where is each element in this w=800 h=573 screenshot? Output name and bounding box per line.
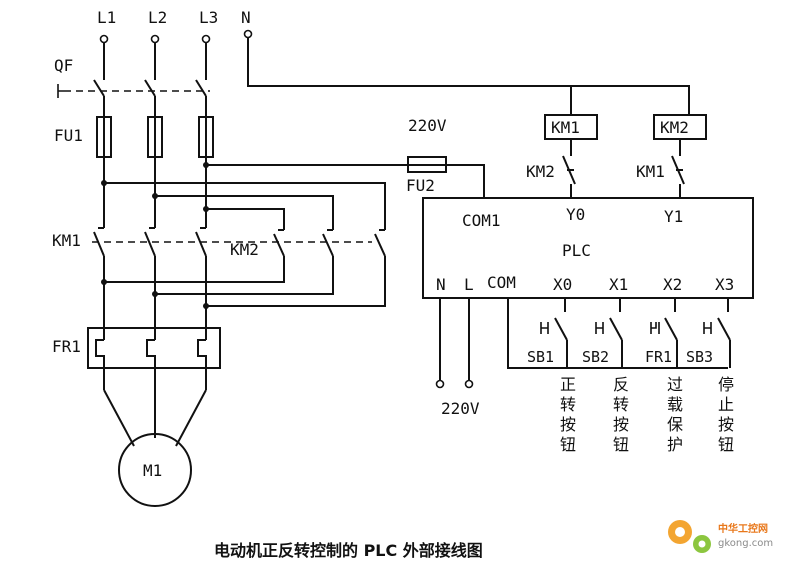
fn-reverse-4: 钮 bbox=[613, 435, 629, 454]
label-km1-interlock: KM1 bbox=[636, 162, 665, 181]
plc-x3: X3 bbox=[715, 275, 734, 294]
fn-stop-1: 停 bbox=[718, 375, 734, 394]
qf-contacts-icon bbox=[93, 79, 207, 97]
sb2-button-icon bbox=[595, 322, 604, 334]
label-motor: M1 bbox=[143, 461, 162, 480]
label-sb2: SB2 bbox=[582, 348, 609, 366]
plc-x2: X2 bbox=[663, 275, 682, 294]
label-km2-main: KM2 bbox=[230, 240, 259, 259]
wires-below-fr1 bbox=[103, 368, 207, 390]
fu1-fuse-lines bbox=[103, 117, 207, 157]
label-sb3: SB3 bbox=[686, 348, 713, 366]
wires-below-km1 bbox=[103, 256, 207, 340]
label-l2: L2 bbox=[148, 8, 167, 27]
sb3-contact-icon bbox=[717, 298, 731, 368]
diagram-caption: 电动机正反转控制的 PLC 外部接线图 bbox=[214, 541, 483, 560]
fr1-heater-icon bbox=[95, 339, 207, 368]
qf-to-fu1 bbox=[103, 96, 207, 117]
plc-x0: X0 bbox=[553, 275, 572, 294]
plc-y1: Y1 bbox=[664, 207, 683, 226]
wires-below-fu1 bbox=[103, 157, 207, 228]
label-km2-interlock: KM2 bbox=[526, 162, 555, 181]
plc-l: L bbox=[464, 275, 474, 294]
km1-main-contacts-icon bbox=[93, 231, 207, 257]
fn-overload-3: 保 bbox=[667, 415, 683, 434]
fn-stop-4: 钮 bbox=[718, 435, 734, 454]
label-220v-top: 220V bbox=[408, 116, 447, 135]
terminal-n bbox=[243, 29, 253, 39]
terminal-l1 bbox=[99, 34, 109, 44]
wire-km2-out-a bbox=[104, 256, 285, 283]
motor-m1 bbox=[118, 433, 192, 507]
sb2-contact-icon bbox=[609, 298, 623, 368]
label-sb1: SB1 bbox=[527, 348, 554, 366]
watermark-cn: 中华工控网 bbox=[718, 522, 768, 535]
km2-interlock-contact-icon bbox=[562, 139, 576, 198]
km1-interlock-contact-icon bbox=[671, 139, 685, 198]
fn-overload-4: 护 bbox=[667, 435, 683, 454]
junction bbox=[152, 291, 158, 297]
sb3-button-icon bbox=[703, 322, 712, 334]
plc-n: N bbox=[436, 275, 446, 294]
fr1-input-contact-icon bbox=[664, 298, 678, 368]
label-n: N bbox=[241, 8, 251, 27]
sb1-contact-icon bbox=[554, 298, 568, 368]
wire-km2-out-c bbox=[206, 256, 386, 307]
plc-x1: X1 bbox=[609, 275, 628, 294]
fn-overload-2: 载 bbox=[667, 395, 683, 414]
wire-fu2-to-com1 bbox=[446, 164, 485, 198]
plc-y0: Y0 bbox=[566, 205, 585, 224]
wire-km2-a bbox=[104, 182, 386, 230]
terminal-plc-n bbox=[435, 379, 445, 389]
watermark-url: gkong.com bbox=[718, 538, 773, 549]
label-km1-coil: KM1 bbox=[551, 118, 580, 137]
fn-stop-3: 按 bbox=[718, 415, 734, 434]
terminal-plc-l bbox=[464, 379, 474, 389]
fr1-thermal-icon bbox=[650, 322, 660, 334]
fn-reverse-2: 转 bbox=[613, 395, 629, 414]
qf-handle-icon bbox=[57, 84, 64, 98]
terminal-l3 bbox=[201, 34, 211, 44]
fn-stop-2: 止 bbox=[718, 395, 734, 414]
wire-km2-out-b bbox=[155, 256, 334, 295]
label-qf: QF bbox=[54, 56, 73, 75]
junction bbox=[203, 303, 209, 309]
label-fu1: FU1 bbox=[54, 126, 83, 145]
label-fr1-input: FR1 bbox=[645, 348, 672, 366]
wire-km2-b bbox=[155, 195, 334, 230]
fn-forward-3: 按 bbox=[560, 415, 576, 434]
motor-feed-wires bbox=[103, 389, 207, 447]
label-l3: L3 bbox=[199, 8, 218, 27]
fn-overload-1: 过 bbox=[667, 375, 683, 394]
label-km1-main: KM1 bbox=[52, 231, 81, 250]
watermark-logo: 中华工控网 gkong.com bbox=[668, 520, 773, 553]
plc-com: COM bbox=[487, 273, 516, 292]
junction bbox=[101, 279, 107, 285]
terminal-l2 bbox=[150, 34, 160, 44]
plc-name: PLC bbox=[562, 241, 591, 260]
label-220v-bottom: 220V bbox=[441, 399, 480, 418]
fn-forward-2: 转 bbox=[560, 395, 576, 414]
fn-forward-4: 钮 bbox=[560, 435, 576, 454]
plc-com1: COM1 bbox=[462, 211, 501, 230]
sb1-button-icon bbox=[540, 322, 549, 334]
wire-km2-c bbox=[206, 208, 285, 230]
fn-reverse-1: 反 bbox=[613, 375, 629, 394]
label-fr1: FR1 bbox=[52, 337, 81, 356]
label-km2-coil: KM2 bbox=[660, 118, 689, 137]
label-fu2: FU2 bbox=[406, 176, 435, 195]
plc-box bbox=[422, 197, 754, 299]
fn-reverse-3: 按 bbox=[613, 415, 629, 434]
neutral-wire bbox=[247, 38, 690, 115]
km2-main-contacts-icon bbox=[273, 233, 386, 257]
input-com-bus bbox=[507, 298, 728, 369]
label-l1: L1 bbox=[97, 8, 116, 27]
fn-forward-1: 正 bbox=[560, 375, 576, 394]
